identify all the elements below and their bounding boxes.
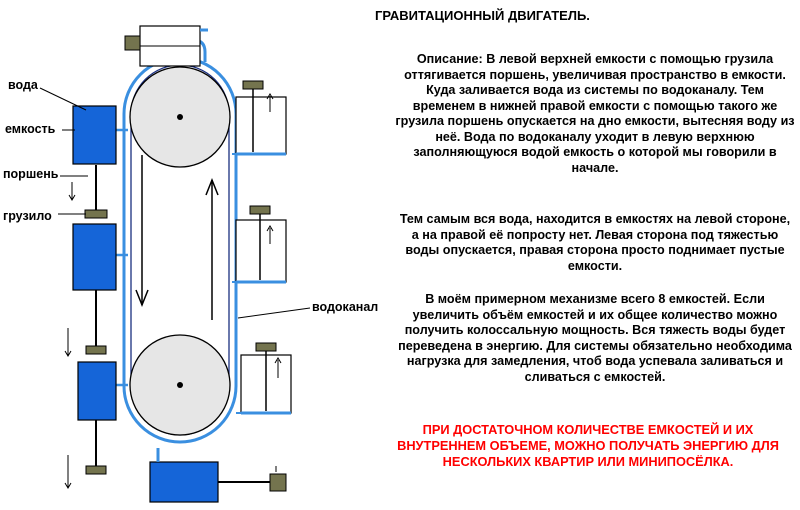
bottom-tank (149, 448, 287, 503)
label-water: вода (8, 78, 38, 92)
left-rods (95, 128, 128, 470)
mechanism-paragraph: В моём примерном механизме всего 8 емкос… (398, 292, 792, 384)
bottom-pulley (129, 334, 231, 436)
left-tank-3 (77, 361, 117, 421)
label-tank: емкость (5, 122, 56, 136)
label-leaders (39, 87, 311, 319)
label-piston: поршень (3, 167, 59, 181)
right-tank-3 (236, 342, 292, 415)
top-generator (124, 25, 208, 67)
weight-icon (84, 209, 108, 219)
left-tank-2 (72, 223, 117, 291)
up-arrow (205, 177, 219, 320)
page-title: ГРАВИТАЦИОННЫЙ ДВИГАТЕЛЬ. (375, 8, 590, 23)
explanation-paragraph: Тем самым вся вода, находится в емкостях… (399, 212, 791, 273)
weight-icon (85, 465, 107, 475)
down-arrow (135, 155, 149, 308)
left-tank-1 (72, 105, 117, 165)
weight-icon (85, 345, 107, 355)
left-arrows (64, 182, 76, 489)
label-weight: грузило (3, 209, 52, 223)
top-pulley (129, 66, 231, 168)
right-tank-1 (232, 80, 287, 156)
description-paragraph: Описание: В левой верхней емкости с помо… (395, 52, 795, 175)
label-water-channel: водоканал (312, 300, 379, 314)
footer-note: ПРИ ДОСТАТОЧНОМ КОЛИЧЕСТВЕ ЕМКОСТЕЙ И ИХ… (397, 422, 779, 469)
right-tank-2 (232, 205, 287, 284)
